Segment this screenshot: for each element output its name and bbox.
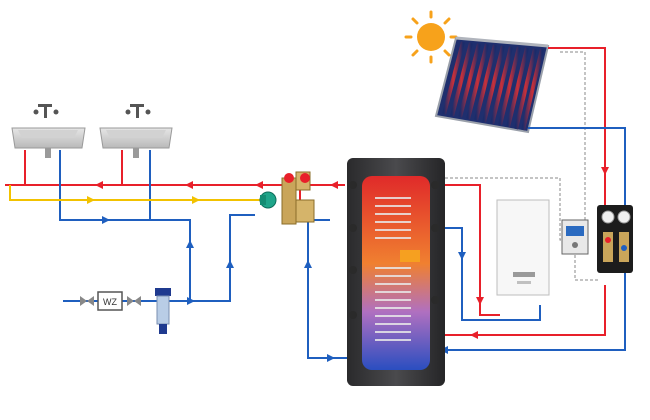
solar-controller-icon: [561, 219, 589, 255]
water-meter-label: WZ: [103, 297, 117, 307]
solar-collector-icon: [434, 36, 550, 134]
gas-boiler-icon: [496, 199, 550, 296]
faucet-icon: [33, 104, 59, 118]
valve-icon: [281, 171, 315, 225]
faucet-icon: [125, 104, 151, 118]
circulation-pipes: [9, 185, 262, 201]
sun-icon: [404, 10, 458, 64]
water-meter-icon: [80, 291, 141, 311]
filter-icon: [155, 288, 171, 334]
control-wiring: [430, 51, 598, 281]
pump-icon: [259, 191, 277, 209]
solar-pump-station-icon: [597, 205, 633, 273]
storage-tank-icon: [347, 158, 445, 386]
washbasin-icon: [99, 104, 173, 158]
washbasin-icon: [11, 104, 86, 158]
